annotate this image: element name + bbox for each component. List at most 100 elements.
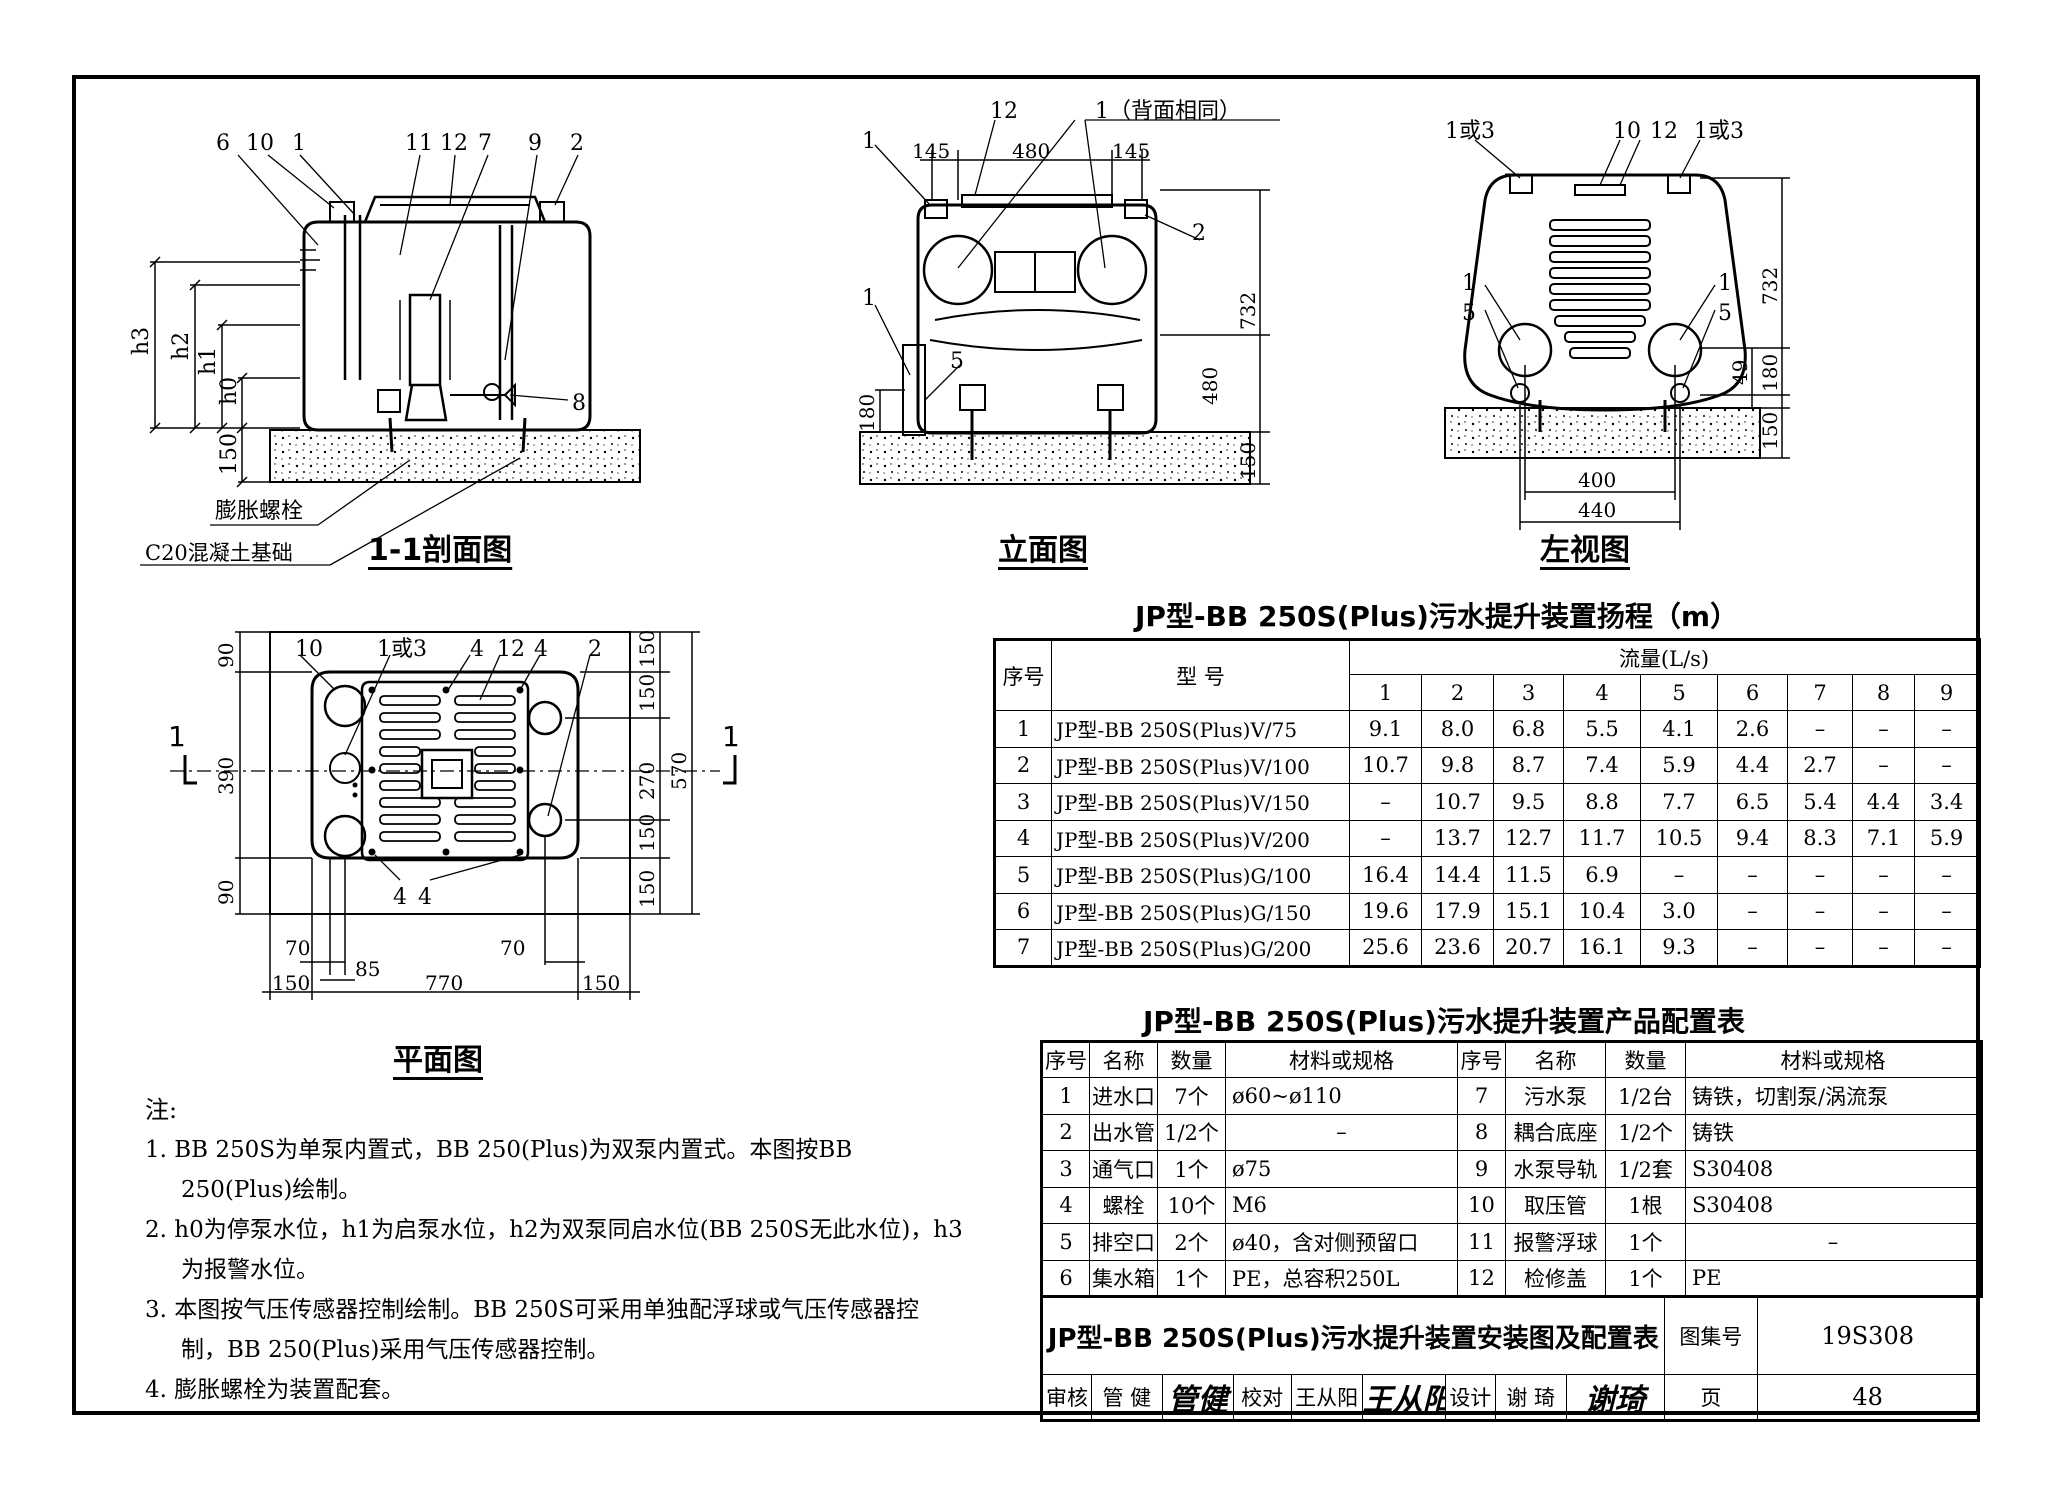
pump-motor <box>408 293 442 387</box>
config-cell: 1根 <box>1605 1186 1686 1224</box>
model-cell: JP型-BB 250S(Plus)G/200 <box>1051 929 1350 967</box>
dim-145-right: 145 <box>1112 139 1150 163</box>
head-value: – <box>1852 710 1915 748</box>
left-callout: 1 <box>1718 271 1732 296</box>
head-value: 25.6 <box>1349 929 1422 967</box>
config-cell: 7 <box>1457 1077 1506 1115</box>
head-value: – <box>1640 856 1718 894</box>
left-callout: 12 <box>1650 119 1678 144</box>
config-cell: 螺栓 <box>1089 1186 1158 1224</box>
section-callout: 10 <box>246 131 274 156</box>
left-callout: 1 <box>1462 271 1476 296</box>
tank-body <box>1463 173 1747 412</box>
level-label-h1: h1 <box>196 347 221 375</box>
config-cell: 4 <box>1041 1186 1090 1224</box>
reviewer-name: 管 健 <box>1090 1374 1163 1421</box>
design-label: 设计 <box>1444 1374 1496 1421</box>
dim-145-left: 145 <box>912 139 950 163</box>
config-cell: 进水口 <box>1089 1077 1158 1115</box>
config-cell: 1个 <box>1605 1223 1686 1261</box>
atlas-number: 19S308 <box>1757 1296 1979 1375</box>
flow-header: 7 <box>1787 674 1853 711</box>
dim-150: 150 <box>1758 412 1782 450</box>
reviewer-signature: 管健 <box>1161 1374 1234 1421</box>
left-side-view: 1或3 10 12 1或3 1 5 1 5 732 49 180 150 400… <box>1444 119 1790 530</box>
vent-pipe-stub <box>539 201 565 223</box>
head-value: – <box>1913 856 1981 894</box>
flow-header: 2 <box>1421 674 1494 711</box>
dim-150-a: 150 <box>635 630 659 668</box>
dim-90-top: 90 <box>214 643 238 668</box>
tank-body <box>916 203 1158 435</box>
head-value: – <box>1787 856 1853 894</box>
head-value: – <box>1349 819 1422 857</box>
head-value: 16.4 <box>1349 856 1422 894</box>
flow-header: 9 <box>1913 674 1981 711</box>
head-value: 23.6 <box>1421 929 1494 967</box>
head-value: 10.4 <box>1563 892 1641 930</box>
head-value: 7.7 <box>1640 783 1718 821</box>
head-value: – <box>1717 856 1788 894</box>
plan-callout: 4 <box>534 637 548 662</box>
head-value: 5.4 <box>1787 783 1853 821</box>
head-value: – <box>1913 746 1981 784</box>
left-callout: 1或3 <box>1694 119 1744 144</box>
config-cell: 污水泵 <box>1505 1077 1606 1115</box>
dim-150-bl: 150 <box>272 971 310 995</box>
dim-180: 180 <box>855 394 879 432</box>
head-value: – <box>1787 892 1853 930</box>
config-cell: 水泵导轨 <box>1505 1150 1606 1188</box>
config-cell: 11 <box>1457 1223 1506 1261</box>
title-block: JP型-BB 250S(Plus)污水提升装置安装图及配置表 图集号 19S30… <box>1040 1295 1980 1422</box>
plan-callout: 4 <box>393 885 407 910</box>
head-value: 12.7 <box>1493 819 1564 857</box>
config-cell: 1/2套 <box>1605 1150 1686 1188</box>
head-value: – <box>1852 892 1915 930</box>
dim-90-bottom: 90 <box>214 880 238 905</box>
plan-callout: 2 <box>588 637 602 662</box>
model-cell: JP型-BB 250S(Plus)V/75 <box>1051 710 1350 748</box>
head-value: 3.0 <box>1640 892 1718 930</box>
elevation-view-title: 立面图 <box>998 533 1088 568</box>
head-value: – <box>1717 929 1788 967</box>
head-value: 16.1 <box>1563 929 1641 967</box>
config-header: 序号 <box>1041 1041 1090 1078</box>
dim-480-height: 480 <box>1198 367 1222 405</box>
head-value: 5.9 <box>1640 746 1718 784</box>
side-drain-pipe <box>902 344 926 436</box>
concrete-foundation <box>269 429 641 483</box>
note-item: 2. h0为停泵水位，h1为启泵水位，h2为双泵同启水位(BB 250S无此水位… <box>145 1217 963 1283</box>
notes-heading: 注: <box>145 1096 178 1124</box>
config-cell: 2 <box>1041 1113 1090 1151</box>
config-cell: ø40，含对侧预留口 <box>1225 1223 1458 1261</box>
elevation-callout: 12 <box>990 99 1018 124</box>
section-callout: 6 <box>216 131 230 156</box>
head-value: – <box>1787 929 1853 967</box>
head-value: 20.7 <box>1493 929 1564 967</box>
head-value: 8.3 <box>1787 819 1853 857</box>
discharge-coupling <box>450 382 516 408</box>
concrete-foundation <box>859 431 1251 485</box>
head-value: 10.7 <box>1349 746 1422 784</box>
dim-85: 85 <box>355 957 380 981</box>
config-cell: 铸铁，切割泵/涡流泵 <box>1685 1077 1982 1115</box>
config-cell: 1个 <box>1157 1150 1226 1188</box>
section-callout: 9 <box>528 131 542 156</box>
config-cell: 1个 <box>1157 1259 1226 1297</box>
inlet-circle-right <box>1076 234 1148 306</box>
level-label-h3: h3 <box>129 327 154 355</box>
config-header: 数量 <box>1605 1041 1686 1078</box>
row-number: 2 <box>994 746 1052 784</box>
note-item: 4. 膨胀螺栓为装置配套。 <box>145 1377 405 1403</box>
row-number: 6 <box>994 892 1052 930</box>
title-block-title: JP型-BB 250S(Plus)污水提升装置安装图及配置表 <box>1041 1296 1665 1375</box>
head-value: 10.5 <box>1640 819 1718 857</box>
row-number: 4 <box>994 819 1052 857</box>
head-value: 4.4 <box>1852 783 1915 821</box>
